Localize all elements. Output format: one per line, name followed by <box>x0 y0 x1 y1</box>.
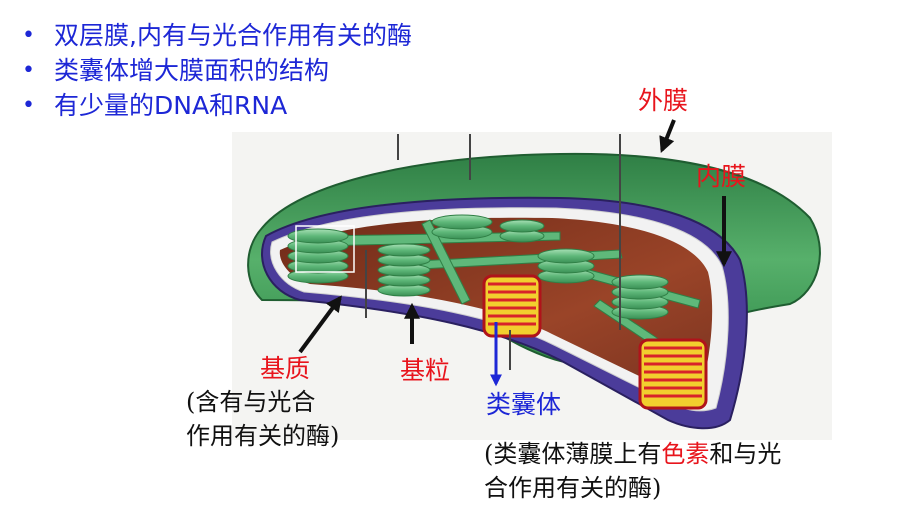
selection-box <box>295 225 355 273</box>
thylakoid-note-line-2: 合作用有关的酶) <box>484 474 662 502</box>
thylakoid-note-line-1: (类囊体薄膜上有色素和与光 <box>484 440 781 469</box>
grana-stacks <box>287 214 669 320</box>
bullet-item: • 双层膜,内有与光合作用有关的酶 <box>18 18 412 53</box>
stroma-note-line-2: 作用有关的酶) <box>186 422 340 450</box>
bullet-dot-icon: • <box>22 23 35 48</box>
granum-1 <box>287 228 349 284</box>
granum-5 <box>611 274 669 320</box>
thylakoid-note-text: 和与光 <box>709 440 782 468</box>
bullet-dot-icon: • <box>22 58 35 83</box>
thylakoid-label: 类囊体 <box>486 390 562 419</box>
bullet-item: • 有少量的DNA和RNA <box>18 88 412 123</box>
bullet-text: 类囊体增大膜面积的结构 <box>54 56 330 85</box>
bullet-text: 双层膜,内有与光合作用有关的酶 <box>54 21 412 50</box>
outer-membrane-label: 外膜 <box>638 86 689 115</box>
granum-6 <box>499 219 545 243</box>
bullet-item: • 类囊体增大膜面积的结构 <box>18 53 412 88</box>
inner-membrane-label: 内膜 <box>696 162 747 191</box>
bullet-dot-icon: • <box>22 93 35 118</box>
section-lines <box>365 134 621 370</box>
thylakoid-stack-cutaway <box>638 338 708 410</box>
granum-4 <box>537 248 595 284</box>
thylakoid-note-text: (类囊体薄膜上有 <box>484 440 662 468</box>
thylakoid-stack-cutaway <box>482 274 542 338</box>
pigment-highlight: 色素 <box>661 440 710 468</box>
bullet-text: 有少量的DNA和RNA <box>54 91 288 120</box>
granum-3 <box>431 214 493 240</box>
stroma-note-line-1: (含有与光合 <box>186 388 316 416</box>
outer-membrane-arrow <box>659 119 676 153</box>
stroma-arrow <box>298 295 342 354</box>
granum-2 <box>377 243 431 297</box>
stroma-label: 基质 <box>260 354 311 383</box>
bullet-list: • 双层膜,内有与光合作用有关的酶 • 类囊体增大膜面积的结构 • 有少量的DNA和R… <box>18 18 412 123</box>
granum-label: 基粒 <box>400 356 451 385</box>
